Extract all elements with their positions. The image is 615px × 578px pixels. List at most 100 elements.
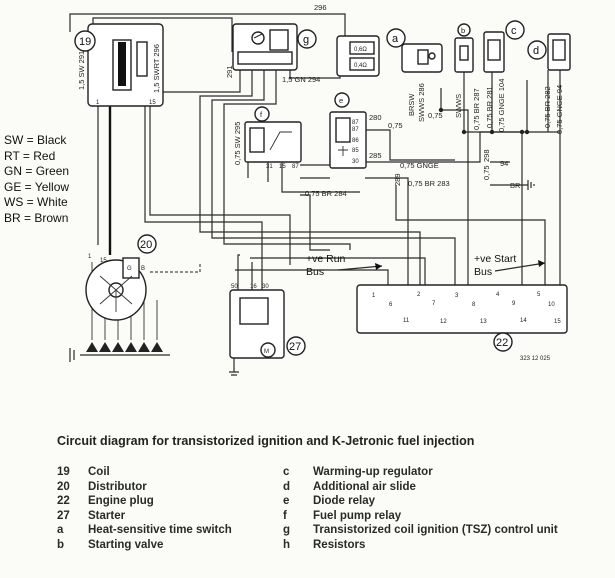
wire-label-sw295: 0,75 SW 295: [233, 122, 242, 165]
svg-text:M: M: [264, 349, 269, 355]
svg-text:6: 6: [389, 302, 393, 308]
label-d: d: [533, 45, 539, 57]
svg-text:1: 1: [96, 100, 100, 106]
svg-text:50: 50: [231, 284, 238, 290]
wire-label-289: 289: [393, 173, 402, 186]
wire-label-285: 285: [369, 151, 382, 160]
starter-27: M 27 50 16 30: [229, 284, 306, 376]
label-g: g: [303, 34, 309, 46]
svg-text:86: 86: [352, 138, 359, 144]
run-bus-label-line1: +ve Run: [306, 253, 346, 265]
wire-label-swws286: SWWS 286: [417, 83, 426, 122]
coil-19: 19 1,5 SW 291 1,5 SWRT 296 1 15 296: [74, 3, 327, 107]
svg-text:87: 87: [352, 120, 359, 126]
label-a: a: [392, 33, 399, 45]
svg-text:30: 30: [352, 159, 359, 165]
wire-label-br282: 0,75 BR 282: [543, 86, 552, 128]
component-e: e 87 87 86 85 30 280 0,75 0,75 285 0,75 …: [329, 92, 450, 188]
svg-text:15: 15: [554, 319, 561, 325]
svg-text:0,4Ω: 0,4Ω: [354, 63, 367, 69]
svg-text:15: 15: [279, 164, 286, 170]
legend-row: GE = Yellow: [4, 179, 70, 194]
start-bus-label-line1: +ve Start: [474, 253, 516, 265]
label-f: f: [260, 110, 263, 119]
wire-label-280: 280: [369, 113, 382, 122]
diagram-caption: Circuit diagram for transistorized ignit…: [57, 434, 475, 448]
wire-label-swws: SWWS: [454, 94, 463, 118]
component-f: f 31 15 87 0,75 SW 295 0,75 BR 284: [233, 106, 360, 198]
svg-text:87: 87: [352, 127, 359, 133]
svg-text:31: 31: [266, 164, 273, 170]
wire-label-296: 296: [314, 3, 327, 12]
circuit-diagram: 19 1,5 SW 291 1,5 SWRT 296 1 15 296 g 29…: [69, 3, 571, 376]
wire-label-brsw: BRSW: [407, 93, 416, 116]
distributor-20: G B 20 1 15: [85, 234, 157, 321]
svg-text:13: 13: [480, 319, 487, 325]
spark-plugs: [69, 342, 170, 362]
label-engine-plug-22: 22: [496, 337, 508, 349]
start-bus-label-line2: Bus: [474, 266, 492, 278]
svg-text:B: B: [141, 266, 145, 272]
bus-annotations: +ve Run Bus +ve Start Bus: [306, 253, 546, 278]
wire-label-br281: 0,75 BR 281: [485, 86, 494, 128]
run-bus-label-line2: Bus: [306, 266, 324, 278]
component-g: g 291 1,5 GN 294: [225, 23, 320, 84]
svg-text:0,6Ω: 0,6Ω: [354, 47, 367, 53]
component-a: a BRSW SWWS 286: [386, 28, 443, 122]
wire-label-298: 298: [482, 149, 491, 162]
wire-label-075a: 0,75: [388, 121, 403, 130]
wire-label-br284: 0,75 BR 284: [305, 189, 347, 198]
wire-label-075b: 0,75: [428, 111, 443, 120]
svg-text:14: 14: [520, 318, 527, 324]
component-d: d 0,75 BR 282 0,75 GNGE 94: [527, 33, 571, 134]
svg-text:11: 11: [403, 318, 410, 324]
svg-text:G: G: [127, 266, 132, 272]
svg-text:5: 5: [537, 292, 541, 298]
svg-text:7: 7: [432, 301, 436, 307]
svg-text:2: 2: [417, 292, 421, 298]
label-coil-19: 19: [79, 36, 91, 48]
svg-text:3: 3: [455, 293, 459, 299]
ground-symbol: [527, 180, 535, 190]
label-e: e: [339, 96, 343, 105]
wire-label-br: BR: [510, 181, 521, 190]
legend-row: WS = White: [4, 195, 68, 209]
wire-label-sw291: 1,5 SW 291: [77, 51, 86, 90]
svg-text:4: 4: [496, 292, 500, 298]
svg-text:1: 1: [88, 254, 92, 260]
component-c: c 0,75 BR 287 0,75 BR 281 0,75 GNGE 104: [472, 20, 525, 132]
wire-label-gnge: 0,75 GNGE: [400, 161, 439, 170]
part-number: 323 12 025: [520, 356, 551, 362]
wire-label-291: 291: [225, 65, 234, 78]
svg-text:15: 15: [149, 100, 156, 106]
wire-label-gnge104: 0,75 GNGE 104: [497, 79, 506, 132]
svg-text:16: 16: [250, 284, 257, 290]
label-distributor-20: 20: [140, 239, 152, 251]
wire-label-swrt296: 1,5 SWRT 296: [152, 44, 161, 93]
svg-text:15: 15: [100, 258, 107, 264]
wire-label-br287: 0,75 BR 287: [472, 88, 481, 130]
svg-text:87: 87: [292, 164, 299, 170]
svg-text:8: 8: [472, 302, 476, 308]
label-starter-27: 27: [289, 341, 301, 353]
svg-text:12: 12: [440, 319, 447, 325]
wire-label-gn294: 1,5 GN 294: [282, 75, 320, 84]
svg-text:10: 10: [548, 302, 555, 308]
wire-label-gnge94: 0,75 GNGE 94: [555, 85, 564, 134]
svg-text:1: 1: [372, 293, 376, 299]
resistors-h: 0,6Ω 0,4Ω: [336, 35, 380, 77]
engine-plug-22: 22 1 2 3 4 5 6 7 8 9 10 11 12 13 14 15 3…: [356, 284, 568, 362]
legend-row: BR = Brown: [4, 210, 69, 225]
wire-label-94: 94: [500, 159, 508, 168]
component-b: b SWWS: [454, 23, 474, 118]
legend-row: RT = Red: [4, 148, 56, 163]
color-code-legend: SW = Black RT = Red GN = Green GE = Yell…: [4, 133, 69, 226]
wire-label-078: 0,75: [482, 165, 491, 180]
